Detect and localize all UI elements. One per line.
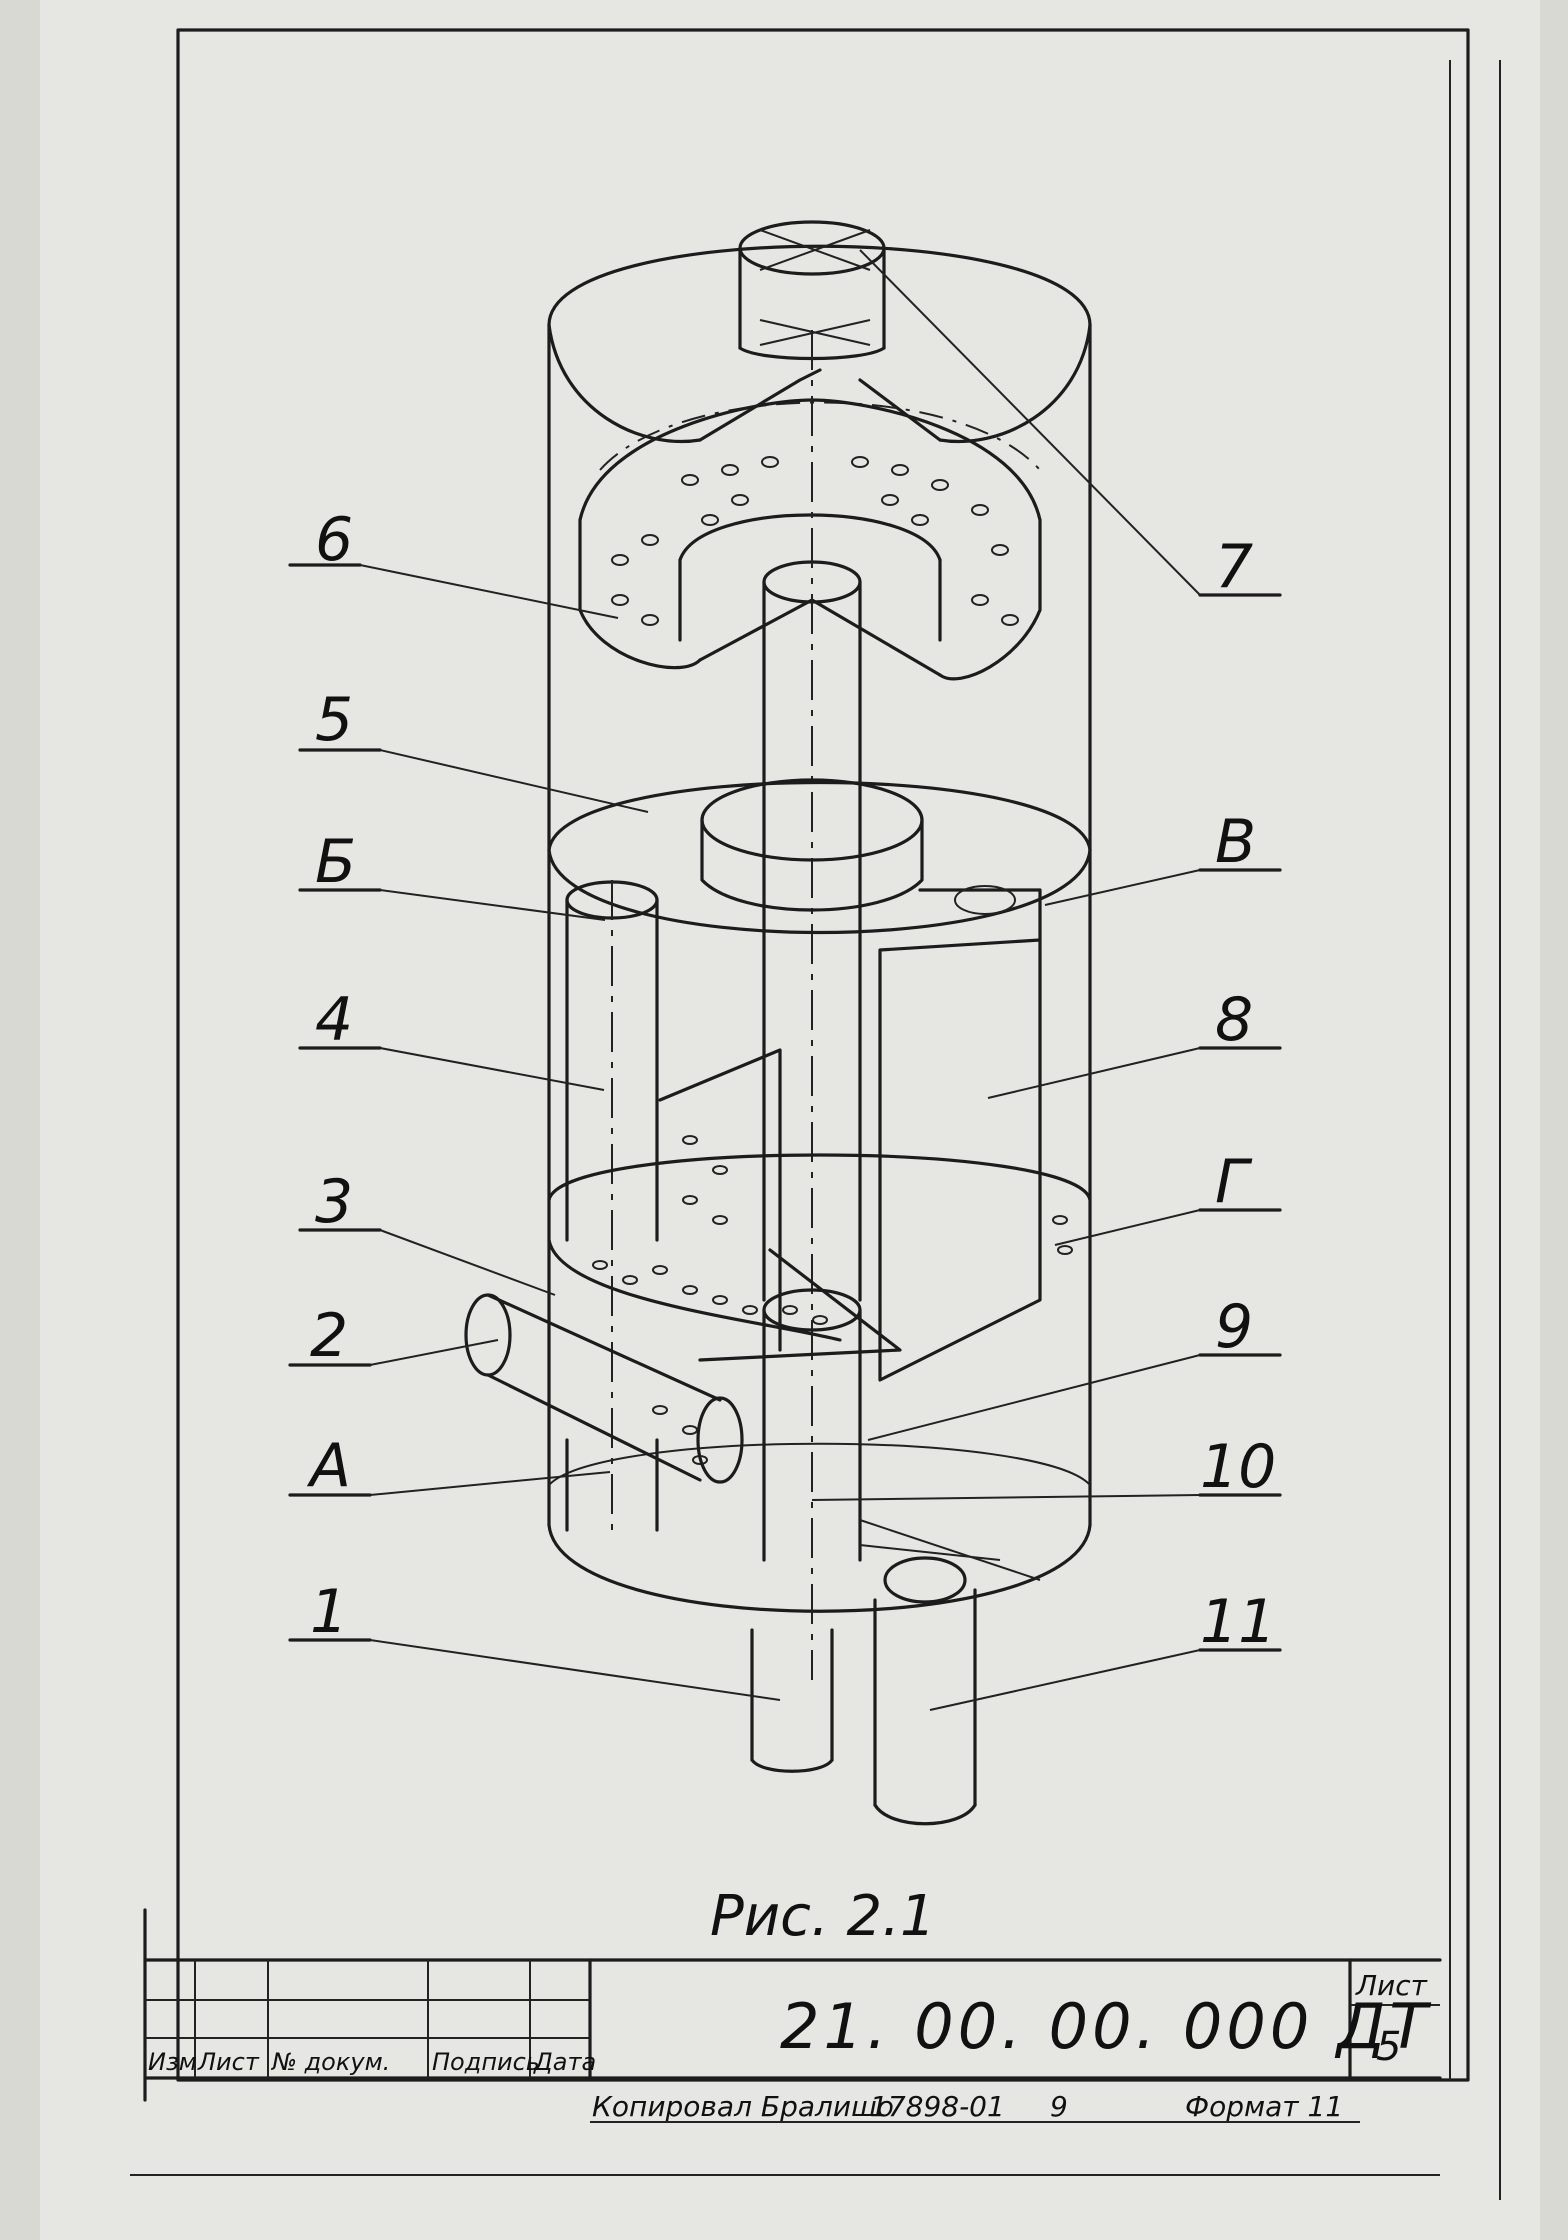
document-code: 21. 00. 00. 000 ДТ [780,1990,1431,2063]
central-pipe [762,330,862,1680]
callout-G: Г [1215,1147,1253,1217]
tb-col-izm: Изм [148,2048,197,2076]
callout-2: 2 [310,1301,348,1371]
paper-sheet [40,0,1540,2240]
callout-8: 8 [1215,985,1253,1055]
callout-11: 11 [1200,1587,1276,1657]
title-block [143,1908,1442,2102]
sheet-label: Лист [1355,1969,1428,2002]
upper-plate [547,778,1092,935]
vessel-shell [547,244,1092,1613]
callout-10: 10 [1200,1432,1276,1502]
copied-by: Копировал Бралишо [592,2090,894,2123]
callout-5: 5 [315,685,353,755]
callout-B-cyr: Б [315,827,356,897]
callout-3: 3 [315,1167,353,1237]
bottom-nozzle-11 [873,1556,977,1826]
inlet-pipe [464,1293,744,1484]
callout-1: 1 [310,1577,348,1647]
lower-chamber [762,1288,1041,1581]
vertical-partition [878,885,1042,1382]
order-number: 17898-01 [870,2090,1005,2123]
tb-col-doc: № докум. [270,2048,390,2076]
tb-col-list: Лист [197,2048,260,2076]
sheet-number: 5 [1376,2024,1401,2070]
callout-9: 9 [1215,1292,1253,1362]
drawing-frame [176,28,1470,2082]
tb-col-sign: Подпись [432,2048,540,2076]
format-label: Формат 11 [1185,2090,1343,2123]
callout-6: 6 [315,505,353,575]
callout-V: В [1215,807,1256,877]
copy-number: 9 [1050,2090,1068,2123]
callout-4: 4 [315,985,353,1055]
top-outlet-nozzle [738,220,886,361]
callout-7: 7 [1215,532,1253,602]
callout-leaders [288,249,1282,1711]
tb-col-date: Дата [533,2048,596,2076]
figure-caption: Рис. 2.1 [710,1884,936,1949]
callout-A: А [306,1431,351,1501]
